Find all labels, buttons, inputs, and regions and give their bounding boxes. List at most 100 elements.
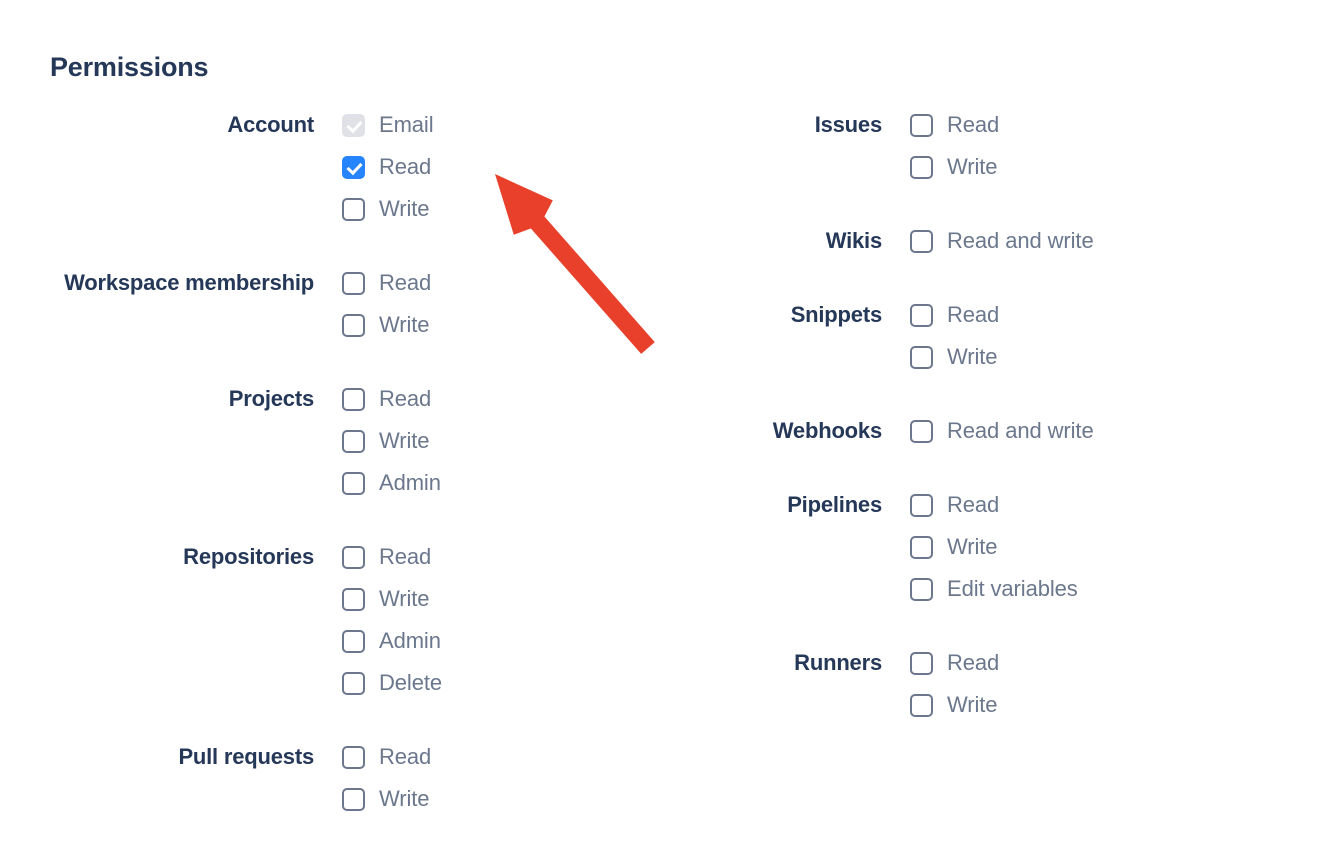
page-title: Permissions [50, 52, 209, 82]
permission-option-list: Read and write [910, 220, 1322, 262]
checkbox-unchecked-icon[interactable] [910, 693, 933, 717]
permission-option[interactable]: Read [342, 378, 660, 420]
checkbox-unchecked-icon[interactable] [910, 113, 933, 137]
permission-option-label: Read and write [947, 418, 1094, 443]
permission-option-label: Read [379, 386, 432, 411]
permission-option-label: Read [947, 302, 1000, 327]
permission-option-label: Read and write [947, 228, 1094, 253]
permission-option-list: Read and write [910, 410, 1322, 452]
permission-option[interactable]: Write [910, 526, 1322, 568]
permission-option-label: Email [379, 112, 434, 137]
permission-option[interactable]: Read [342, 262, 660, 304]
permission-option[interactable]: Read [910, 484, 1322, 526]
permission-option[interactable]: Write [910, 684, 1322, 726]
permission-option[interactable]: Write [342, 578, 660, 620]
permission-option-label: Read [379, 154, 432, 179]
permission-group-label: Issues [814, 112, 882, 137]
checkbox-unchecked-icon[interactable] [910, 419, 933, 443]
permission-group-label: Workspace membership [64, 270, 314, 295]
checkbox-checked-icon[interactable] [342, 155, 365, 179]
permission-option-label: Write [947, 344, 998, 369]
checkbox-unchecked-icon[interactable] [910, 651, 933, 675]
checkbox-unchecked-icon[interactable] [342, 745, 365, 769]
checkbox-unchecked-icon[interactable] [342, 429, 365, 453]
checkbox-unchecked-icon[interactable] [342, 587, 365, 611]
checkbox-unchecked-icon[interactable] [342, 471, 365, 495]
permission-option[interactable]: Read [910, 642, 1322, 684]
permission-group-label: Projects [228, 386, 314, 411]
permission-option[interactable]: Write [342, 778, 660, 820]
permission-option-label: Admin [379, 628, 441, 653]
permission-option[interactable]: Admin [342, 462, 660, 504]
checkbox-unchecked-icon[interactable] [342, 629, 365, 653]
permission-option[interactable]: Edit variables [910, 568, 1322, 610]
permission-option-label: Delete [379, 670, 442, 695]
permission-group-label: Snippets [790, 302, 883, 327]
permission-option[interactable]: Write [342, 304, 660, 346]
permission-option-label: Write [947, 534, 998, 559]
permission-option-label: Write [379, 786, 430, 811]
permission-option[interactable]: Read [910, 294, 1322, 336]
permission-option-label: Write [947, 692, 998, 717]
permission-option[interactable]: Write [910, 146, 1322, 188]
permission-option[interactable]: Admin [342, 620, 660, 662]
permission-option[interactable]: Read [342, 736, 660, 778]
permission-group: Wikis Read and write [660, 220, 1322, 262]
checkbox-unchecked-icon[interactable] [910, 535, 933, 559]
checkbox-unchecked-icon[interactable] [342, 787, 365, 811]
permission-option-label: Read [947, 112, 1000, 137]
permission-option-label: Read [947, 492, 1000, 517]
permission-option[interactable]: Read and write [910, 410, 1322, 452]
permission-option-label: Write [379, 586, 430, 611]
checkbox-disabled-checked-icon [342, 113, 365, 137]
permission-option[interactable]: Write [910, 336, 1322, 378]
checkbox-unchecked-icon[interactable] [342, 545, 365, 569]
permission-group-label: Repositories [183, 544, 314, 569]
checkbox-unchecked-icon[interactable] [342, 387, 365, 411]
checkbox-unchecked-icon[interactable] [342, 197, 365, 221]
checkbox-unchecked-icon[interactable] [910, 155, 933, 179]
checkbox-unchecked-icon[interactable] [910, 303, 933, 327]
permission-option[interactable]: Read and write [910, 220, 1322, 262]
permission-option-label: Write [379, 196, 430, 221]
checkbox-unchecked-icon[interactable] [342, 313, 365, 337]
permission-group-label: Wikis [825, 228, 882, 253]
checkbox-unchecked-icon[interactable] [910, 493, 933, 517]
checkbox-unchecked-icon[interactable] [342, 671, 365, 695]
checkbox-unchecked-icon[interactable] [910, 345, 933, 369]
checkbox-unchecked-icon[interactable] [342, 271, 365, 295]
permission-option-label: Read [947, 650, 1000, 675]
permission-option[interactable]: Email [342, 104, 660, 146]
permission-option[interactable]: Write [342, 420, 660, 462]
permission-option[interactable]: Read [910, 104, 1322, 146]
permission-option-label: Edit variables [947, 576, 1078, 601]
permission-option[interactable]: Read [342, 146, 660, 188]
permission-option[interactable]: Read [342, 536, 660, 578]
permission-option-label: Read [379, 744, 432, 769]
permission-option-label: Write [379, 428, 430, 453]
permission-group-label: Pull requests [178, 744, 314, 769]
permission-option-label: Write [379, 312, 430, 337]
checkbox-unchecked-icon[interactable] [910, 577, 933, 601]
permission-option-label: Admin [379, 470, 441, 495]
checkbox-unchecked-icon[interactable] [910, 229, 933, 253]
permission-option-label: Read [379, 270, 432, 295]
permission-option[interactable]: Write [342, 188, 660, 230]
permission-option[interactable]: Delete [342, 662, 660, 704]
